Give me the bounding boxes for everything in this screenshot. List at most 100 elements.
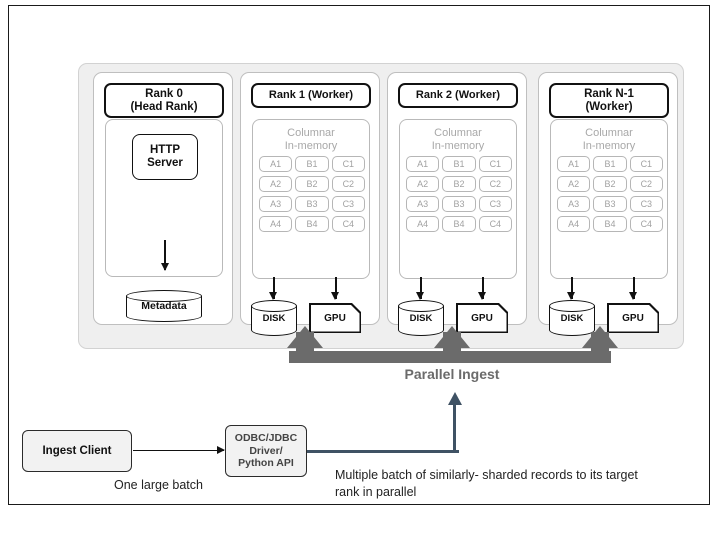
- column-cell: B3: [442, 196, 476, 212]
- column-cell: C1: [629, 156, 663, 172]
- http-server-box[interactable]: HTTP Server: [132, 134, 198, 180]
- metadata-store-label: Metadata: [141, 300, 187, 312]
- gpu-box-outline: GPU: [456, 303, 508, 333]
- rank-title-line1: Rank 1 (Worker): [268, 89, 354, 101]
- column-cell: A3: [259, 196, 293, 212]
- rank-title-rank-1: Rank 1 (Worker): [251, 83, 371, 108]
- column-cell: C4: [478, 216, 512, 232]
- disk-label: DISK: [262, 312, 286, 324]
- column-cell: C2: [478, 176, 512, 192]
- columnar-line2: In-memory: [431, 140, 485, 152]
- arrow-client-to-driver: [133, 446, 225, 455]
- rank-title-line1: Rank N-1: [584, 88, 634, 100]
- rank-title-rank-n1: Rank N-1 (Worker): [549, 83, 669, 118]
- rank-title-line2: (Head Rank): [130, 100, 198, 113]
- rank-0-body: HTTP Server: [105, 119, 223, 277]
- column-cell: B4: [295, 216, 329, 232]
- disk-label: DISK: [409, 312, 433, 324]
- column-cell: A3: [557, 196, 591, 212]
- rank-title-line2: (Worker): [585, 100, 633, 113]
- rank-title-rank-2: Rank 2 (Worker): [398, 83, 518, 108]
- driver-line3: Python API: [238, 457, 294, 470]
- rank-1-memory-box: Columnar In-memory A1 B1 C1 A2 B2 C2 A3 …: [252, 119, 370, 279]
- arrow-memory-to-gpu: [478, 277, 487, 300]
- arrow-head-to-metadata: [160, 240, 170, 271]
- disk-store-cylinder[interactable]: DISK: [549, 300, 595, 336]
- columnar-memory-label: Columnar In-memory: [400, 127, 516, 153]
- columnar-memory-label: Columnar In-memory: [253, 127, 369, 153]
- column-cell: A2: [406, 176, 440, 192]
- column-cell: C3: [478, 196, 512, 212]
- ingest-client-box[interactable]: Ingest Client: [22, 430, 132, 472]
- rank-panel-rank-1[interactable]: Rank 1 (Worker) Columnar In-memory A1 B1…: [240, 72, 380, 336]
- column-cell: B4: [442, 216, 476, 232]
- driver-line2: Driver/: [249, 444, 283, 457]
- arrow-memory-to-disk: [416, 277, 425, 300]
- column-cell: B3: [295, 196, 329, 212]
- caption-multi-line1: Multiple batch of similarly- sharded rec…: [335, 468, 638, 482]
- column-cell: C3: [629, 196, 663, 212]
- rank-panel-rank-2[interactable]: Rank 2 (Worker) Columnar In-memory A1 B1…: [387, 72, 527, 336]
- column-cell: A1: [557, 156, 591, 172]
- column-cell: C1: [331, 156, 365, 172]
- column-cell: A2: [557, 176, 591, 192]
- ingest-client-label: Ingest Client: [42, 445, 112, 457]
- disk-label: DISK: [560, 312, 584, 324]
- column-cell: C2: [629, 176, 663, 192]
- column-cell: B3: [593, 196, 627, 212]
- caption-multi-line2: rank in parallel: [335, 485, 417, 499]
- column-cell: B2: [593, 176, 627, 192]
- caption-one-large-batch: One large batch: [114, 478, 203, 492]
- arrow-memory-to-disk: [567, 277, 576, 300]
- column-cell: C1: [478, 156, 512, 172]
- parallel-ingest-bar: [289, 351, 611, 363]
- disk-store-cylinder[interactable]: DISK: [398, 300, 444, 336]
- columnar-line1: Columnar: [585, 127, 633, 139]
- column-cell: A4: [259, 216, 293, 232]
- http-server-line2: Server: [147, 157, 183, 169]
- column-cell-grid: A1 B1 C1 A2 B2 C2 A3 B3 C3 A4 B4 C4: [259, 156, 365, 232]
- driver-to-riser-line: [307, 450, 459, 453]
- arrow-memory-to-disk: [269, 277, 278, 300]
- http-server-line1: HTTP: [149, 144, 181, 156]
- column-cell: B2: [295, 176, 329, 192]
- driver-line1: ODBC/JDBC: [234, 432, 298, 445]
- rank-title-line1: Rank 2 (Worker): [415, 89, 501, 101]
- column-cell: B1: [442, 156, 476, 172]
- column-cell: C3: [331, 196, 365, 212]
- rank-title-rank-0: Rank 0 (Head Rank): [104, 83, 224, 118]
- arrow-memory-to-gpu: [629, 277, 638, 300]
- column-cell: A4: [406, 216, 440, 232]
- disk-store-cylinder[interactable]: DISK: [251, 300, 297, 336]
- column-cell: C4: [331, 216, 365, 232]
- gpu-label: GPU: [622, 312, 644, 324]
- metadata-store-cylinder[interactable]: Metadata: [126, 290, 202, 322]
- parallel-ingest-label: Parallel Ingest: [404, 366, 500, 382]
- column-cell: B4: [593, 216, 627, 232]
- columnar-line1: Columnar: [434, 127, 482, 139]
- columnar-line2: In-memory: [582, 140, 636, 152]
- parallel-ingest-arrowhead-2: [434, 326, 470, 348]
- riser-arrowhead: [447, 392, 462, 405]
- column-cell: A2: [259, 176, 293, 192]
- arrow-memory-to-gpu: [331, 277, 340, 300]
- columnar-memory-label: Columnar In-memory: [551, 127, 667, 153]
- column-cell-grid: A1 B1 C1 A2 B2 C2 A3 B3 C3 A4 B4 C4: [557, 156, 663, 232]
- columnar-line1: Columnar: [287, 127, 335, 139]
- columnar-line2: In-memory: [284, 140, 338, 152]
- odbc-jdbc-driver-box[interactable]: ODBC/JDBC Driver/ Python API: [225, 425, 307, 477]
- caption-multiple-batch: Multiple batch of similarly- sharded rec…: [335, 467, 695, 501]
- rank-panel-rank-0[interactable]: Rank 0 (Head Rank) HTTP Server Metadata: [93, 72, 233, 325]
- rank-panel-rank-n1[interactable]: Rank N-1 (Worker) Columnar In-memory A1 …: [538, 72, 678, 336]
- rank-2-memory-box: Columnar In-memory A1 B1 C1 A2 B2 C2 A3 …: [399, 119, 517, 279]
- gpu-box-outline: GPU: [607, 303, 659, 333]
- riser-vertical-line: [453, 404, 456, 453]
- gpu-label: GPU: [324, 312, 346, 324]
- column-cell: A1: [406, 156, 440, 172]
- column-cell: A3: [406, 196, 440, 212]
- column-cell-grid: A1 B1 C1 A2 B2 C2 A3 B3 C3 A4 B4 C4: [406, 156, 512, 232]
- rank-n1-memory-box: Columnar In-memory A1 B1 C1 A2 B2 C2 A3 …: [550, 119, 668, 279]
- column-cell: A4: [557, 216, 591, 232]
- parallel-ingest-arrowhead-3: [582, 326, 618, 348]
